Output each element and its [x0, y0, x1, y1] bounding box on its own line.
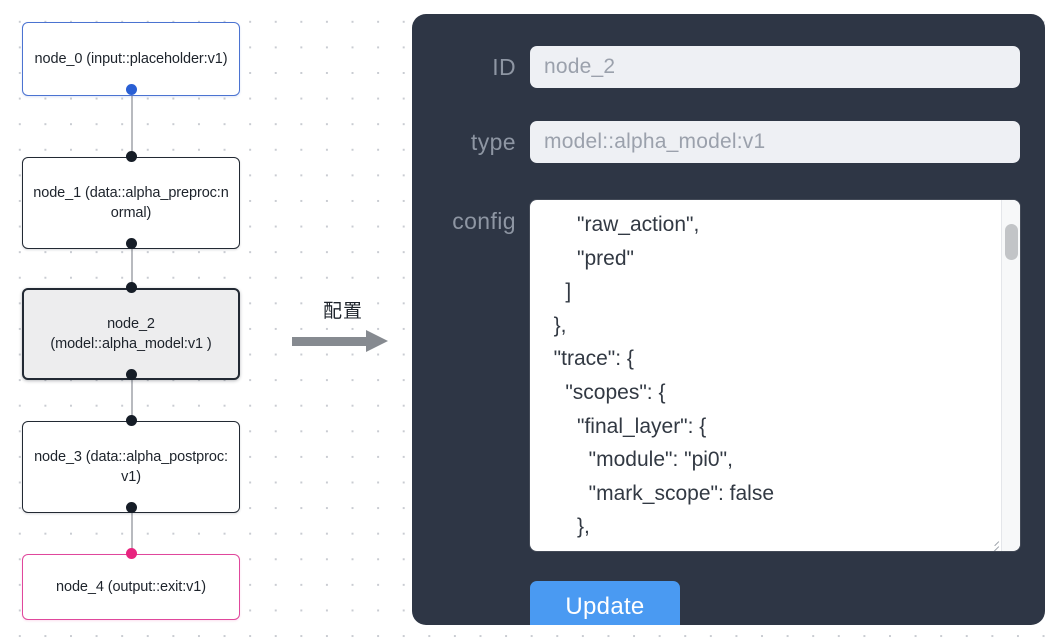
- graph-node-node_3[interactable]: node_3 (data::alpha_postproc: v1): [22, 421, 240, 513]
- edge-node1-node2[interactable]: [130, 243, 133, 293]
- config-scrollbar[interactable]: [1001, 200, 1020, 551]
- update-button[interactable]: Update: [530, 581, 680, 625]
- graph-node-label: node_1 (data::alpha_preproc:n ormal): [33, 185, 229, 221]
- graph-node-node_2[interactable]: node_2 (model::alpha_model:v1 ): [22, 288, 240, 380]
- graph-node-node_1[interactable]: node_1 (data::alpha_preproc:n ormal): [22, 157, 240, 249]
- id-field-label: ID: [492, 54, 516, 80]
- id-input[interactable]: [530, 46, 1020, 88]
- type-field-row: type: [412, 121, 1045, 163]
- annotation-label: 配置: [322, 301, 363, 322]
- edge-node2-node3[interactable]: [130, 374, 133, 426]
- port-node_0-output[interactable]: [126, 84, 137, 95]
- port-node_1-input[interactable]: [126, 151, 137, 162]
- annotation-group: 配置: [288, 300, 398, 352]
- config-textarea[interactable]: [530, 200, 982, 551]
- graph-node-label: node_0 (input::placeholder:v1): [34, 51, 228, 67]
- graph-node-node_0[interactable]: node_0 (input::placeholder:v1): [22, 22, 240, 96]
- port-node_1-output[interactable]: [126, 238, 137, 249]
- resize-grip-icon[interactable]: [984, 534, 1000, 551]
- port-node_3-output[interactable]: [126, 502, 137, 513]
- config-scrollbar-thumb[interactable]: [1005, 224, 1018, 260]
- config-field-label: config: [452, 208, 516, 234]
- graph-node-node_4[interactable]: node_4 (output::exit:v1): [22, 554, 240, 620]
- port-node_2-output[interactable]: [126, 369, 137, 380]
- type-input[interactable]: [530, 121, 1020, 163]
- arrow-right-icon: [288, 330, 398, 352]
- config-editor[interactable]: [530, 200, 1020, 551]
- config-field-row: config: [412, 200, 1045, 551]
- port-node_2-input[interactable]: [126, 282, 137, 293]
- type-field-label: type: [470, 129, 516, 155]
- edge-node3-node4[interactable]: [130, 507, 133, 559]
- port-node_3-input[interactable]: [126, 415, 137, 426]
- edge-node0-node1[interactable]: [130, 90, 133, 162]
- port-node_4-input[interactable]: [126, 548, 137, 559]
- id-field-row: ID: [412, 46, 1045, 88]
- node-inspector-panel: ID type config: [412, 14, 1045, 625]
- graph-node-label: node_3 (data::alpha_postproc: v1): [34, 449, 228, 485]
- graph-node-label: node_4 (output::exit:v1): [56, 579, 206, 595]
- graph-node-label: node_2 (model::alpha_model:v1 ): [50, 316, 212, 352]
